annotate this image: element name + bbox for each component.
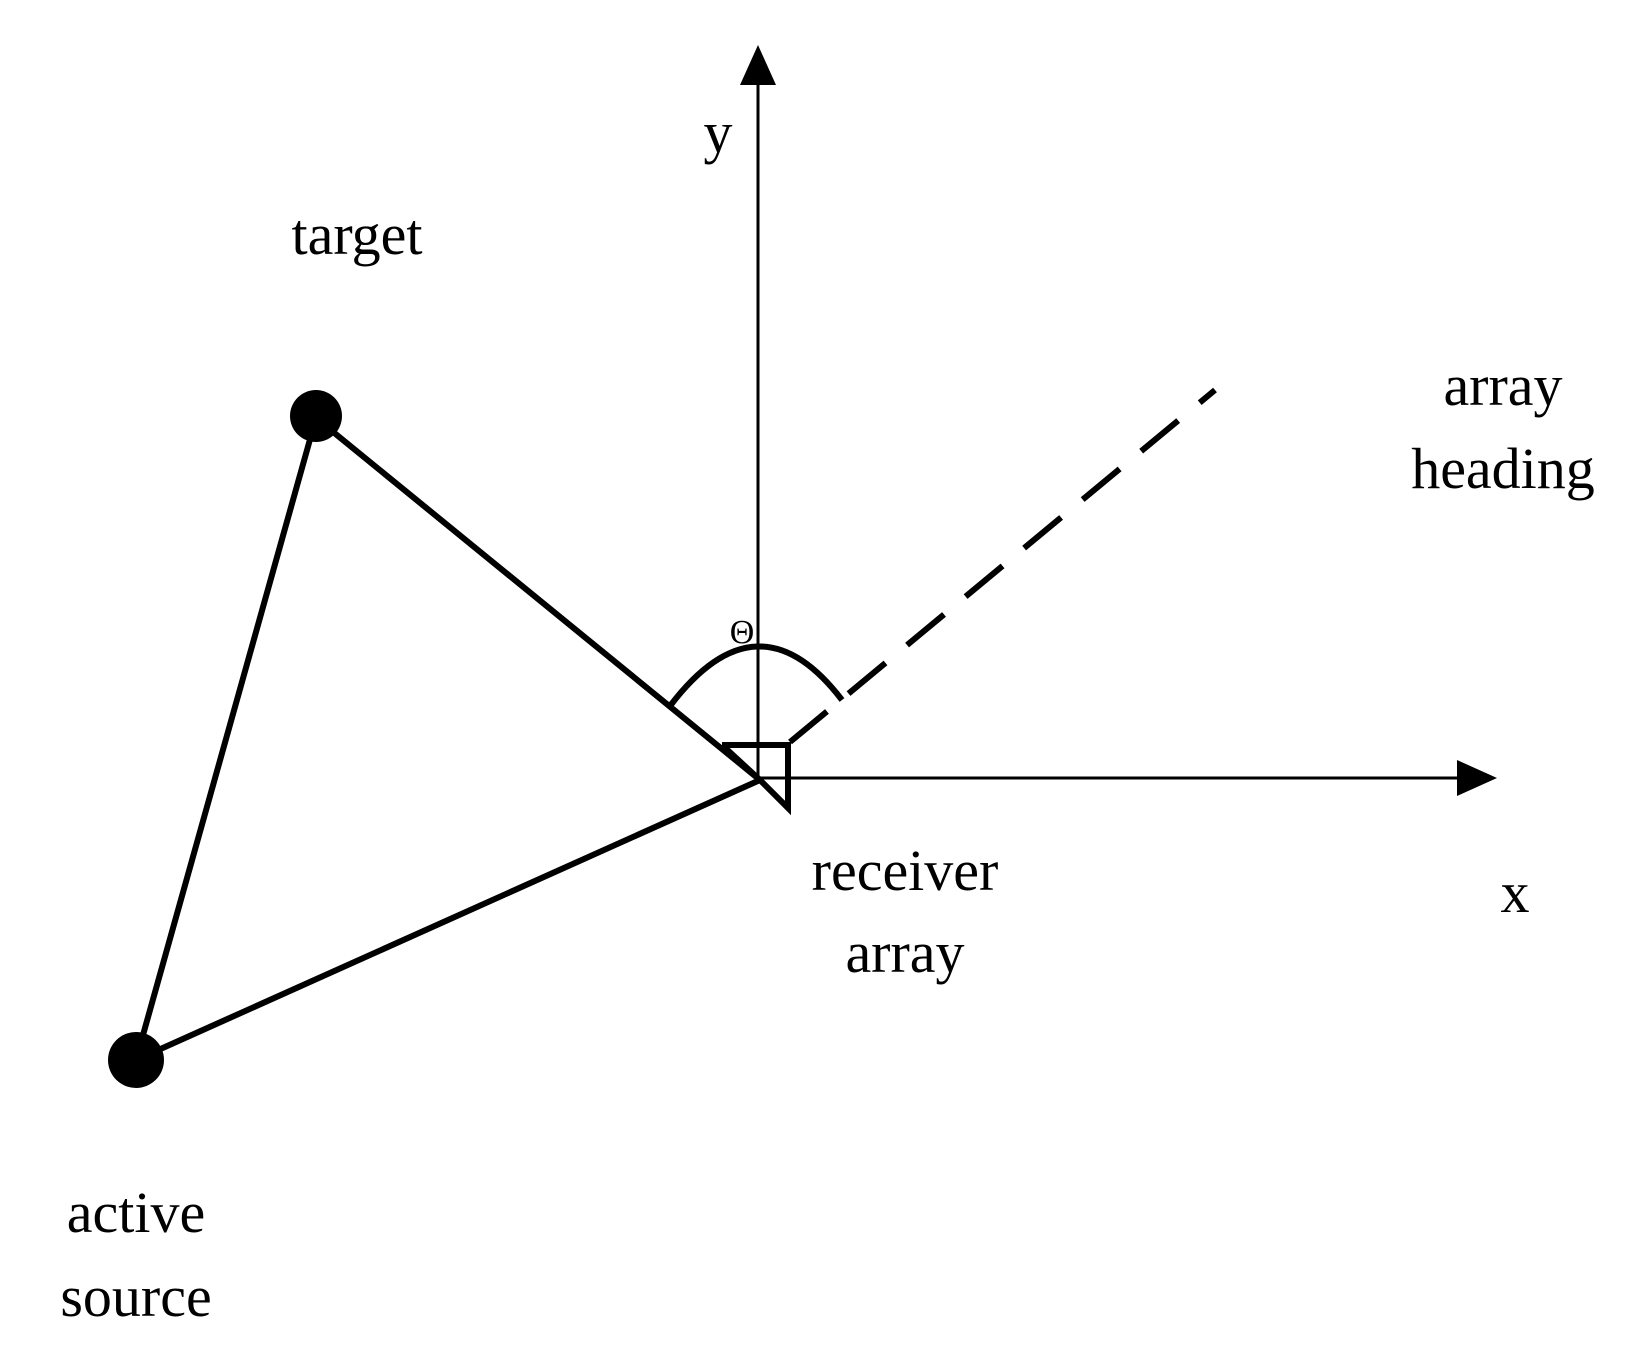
target-marker <box>290 390 342 442</box>
receiver-array-symbol <box>719 742 791 816</box>
triangle <box>133 415 763 1063</box>
angle-arc <box>667 643 845 708</box>
x-axis-arrowhead <box>1457 760 1497 796</box>
source-to-receiver-line <box>133 777 763 1063</box>
axes <box>740 45 1497 796</box>
y-axis-arrowhead <box>740 45 776 85</box>
angle-label: Θ <box>730 614 755 651</box>
array-heading-dashed-line <box>788 387 1217 745</box>
array-heading-label-line2: heading <box>1411 436 1595 501</box>
active-source-label-line1: active <box>67 1180 205 1245</box>
target-to-source-line <box>133 415 319 1063</box>
x-axis-label: x <box>1501 860 1530 925</box>
active-source-marker <box>108 1032 164 1088</box>
receiver-array-label-line2: array <box>845 920 964 985</box>
active-source-label-line2: source <box>60 1264 211 1329</box>
receiver-array-outline <box>719 742 791 816</box>
target-to-receiver-line <box>313 415 763 783</box>
y-axis-label: y <box>704 100 733 165</box>
target-label: target <box>292 202 423 267</box>
array-heading-label-line1: array <box>1443 353 1562 418</box>
receiver-array-label-line1: receiver <box>812 838 999 903</box>
